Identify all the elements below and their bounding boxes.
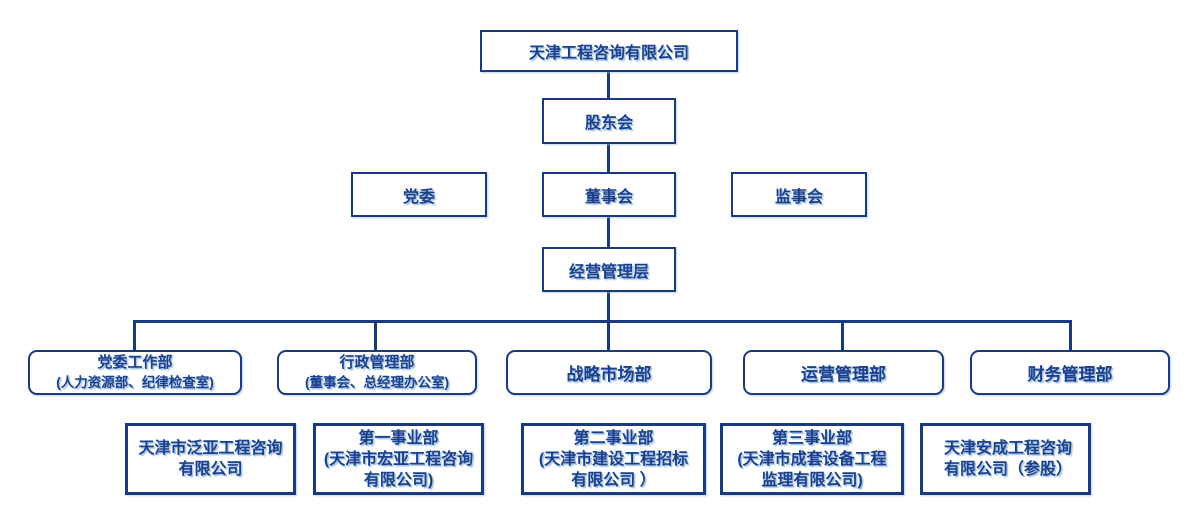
node-dept-admin: 行政管理部 (董事会、总经理办公室) xyxy=(277,350,477,395)
node-company: 天津工程咨询有限公司 xyxy=(480,30,738,72)
node-supervisory-board: 监事会 xyxy=(731,172,867,217)
node-company-label: 天津工程咨询有限公司 xyxy=(528,45,689,62)
connector-board-management xyxy=(607,216,610,248)
dept-finance-label: 财务管理部 xyxy=(1027,365,1113,384)
node-supervisory-board-label: 监事会 xyxy=(774,188,823,206)
sub-fanya-line2: 有限公司 xyxy=(178,461,243,478)
sub-division3-line3: 监理有限公司) xyxy=(761,471,863,489)
sub-division1-line3: 有限公司) xyxy=(363,471,434,489)
node-dept-strategy-market: 战略市场部 xyxy=(506,350,712,395)
node-board-label: 董事会 xyxy=(584,188,633,206)
sub-division1-line1: 第一事业部 xyxy=(358,429,439,447)
sub-division2-line2: (天津市建设工程招标 xyxy=(538,450,689,468)
dept-strategy-market-label: 战略市场部 xyxy=(566,365,652,384)
connector-shareholders-board xyxy=(607,143,610,173)
node-party-committee: 党委 xyxy=(351,172,487,217)
node-dept-party-work: 党委工作部 (人力资源部、纪律检查室) xyxy=(28,350,242,395)
node-management-label: 经营管理层 xyxy=(568,263,649,281)
branch-horizontal-line xyxy=(134,320,1072,323)
connector-company-shareholders xyxy=(607,71,610,99)
branch-drop-operations xyxy=(841,320,844,351)
node-sub-division1: 第一事业部 (天津市宏亚工程咨询 有限公司) xyxy=(313,423,484,495)
node-sub-division3: 第三事业部 (天津市成套设备工程 监理有限公司) xyxy=(720,423,904,495)
node-dept-finance: 财务管理部 xyxy=(970,350,1170,395)
node-board: 董事会 xyxy=(542,172,676,217)
node-party-committee-label: 党委 xyxy=(402,188,435,206)
dept-party-work-line1: 党委工作部 xyxy=(97,354,173,371)
node-shareholders-label: 股东会 xyxy=(584,115,633,132)
sub-division3-line2: (天津市成套设备工程 xyxy=(737,450,887,468)
node-shareholders: 股东会 xyxy=(542,98,676,144)
dept-party-work-line2: (人力资源部、纪律检查室) xyxy=(56,375,214,390)
node-sub-division2: 第二事业部 (天津市建设工程招标 有限公司 ） xyxy=(521,423,706,495)
dept-operations-label: 运营管理部 xyxy=(801,365,886,384)
branch-drop-party-work xyxy=(133,320,136,351)
sub-fanya-line1: 天津市泛亚工程咨询 xyxy=(138,440,283,457)
node-sub-ancheng: 天津安成工程咨询 有限公司（参股） xyxy=(920,423,1091,495)
branch-drop-admin xyxy=(374,320,377,351)
sub-division1-line2: (天津市宏亚工程咨询 xyxy=(323,450,474,468)
sub-ancheng-line1: 天津安成工程咨询 xyxy=(944,440,1073,457)
dept-admin-line1: 行政管理部 xyxy=(339,354,415,371)
sub-division2-line3: 有限公司 ） xyxy=(571,471,656,489)
sub-ancheng-line2: 有限公司（参股） xyxy=(944,461,1073,478)
sub-division2-line1: 第二事业部 xyxy=(573,429,654,447)
node-dept-operations: 运营管理部 xyxy=(743,350,944,395)
node-management: 经营管理层 xyxy=(542,247,676,292)
node-sub-fanya: 天津市泛亚工程咨询 有限公司 xyxy=(125,423,296,495)
sub-division3-line1: 第三事业部 xyxy=(771,429,852,447)
branch-drop-finance xyxy=(1069,320,1072,351)
dept-admin-line2: (董事会、总经理办公室) xyxy=(305,375,449,390)
